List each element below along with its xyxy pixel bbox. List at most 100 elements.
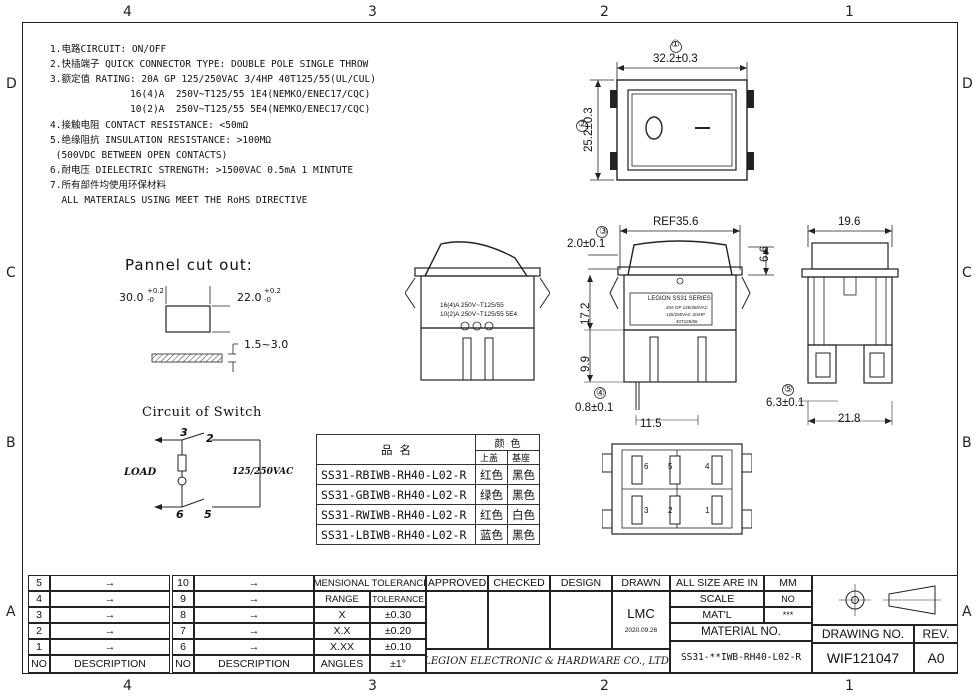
- drawing-number: WIF121047: [812, 643, 914, 673]
- height-9-9: 9.9: [580, 356, 592, 372]
- panel-thickness: 1.5~3.0: [244, 338, 289, 351]
- rev-desc-9: →: [194, 591, 314, 607]
- rev-no-4: 4: [28, 591, 50, 607]
- note-5: 5.绝缘阻抗 INSULATION RESISTANCE: >100MΩ: [50, 135, 272, 146]
- rev-desc-header-right: DESCRIPTION: [194, 655, 314, 673]
- tolerance-value: ±1°: [370, 655, 426, 673]
- rev-no-1: 1: [28, 639, 50, 655]
- parts-header-name: 品 名: [316, 434, 476, 465]
- third-angle-projection-icon: [839, 584, 941, 616]
- design-header: DESIGN: [550, 575, 612, 591]
- note-2: 2.快插端子 QUICK CONNECTOR TYPE: DOUBLE POLE…: [50, 59, 369, 70]
- zone-top-1: 1: [845, 4, 854, 20]
- rev-no-8: 8: [172, 607, 194, 623]
- zone-right-a: A: [962, 604, 972, 620]
- parts-sub-base: 基座: [507, 450, 540, 465]
- cutout-height-tol-top: +0.2: [264, 287, 281, 295]
- rev-desc-1: →: [50, 639, 170, 655]
- cutout-width-tol-bottom: -0: [147, 296, 154, 304]
- circuit-diagram: [154, 432, 261, 510]
- switch-side-view: [405, 241, 550, 381]
- dim-4-marker: ④: [596, 388, 605, 399]
- dim-3-marker: ③: [599, 226, 608, 237]
- base-color: 黑色: [507, 524, 540, 545]
- front-label-line3: 40T125/55: [676, 319, 698, 324]
- switch-end-view: [782, 225, 899, 425]
- drawing-no-label: DRAWING NO.: [812, 625, 914, 643]
- dim-1-marker: ①: [671, 39, 680, 50]
- scale-value: NO: [764, 591, 812, 607]
- rev-label: REV.: [914, 625, 958, 643]
- projection-symbol-cell: [812, 575, 958, 625]
- side-label-line1: 16(4)A 250V~T125/55: [440, 302, 504, 309]
- note-7: 7.所有部件均使用环保材料: [50, 180, 166, 191]
- rev-no-3: 3: [28, 607, 50, 623]
- drawn-header: DRAWN: [612, 575, 670, 591]
- panel-cutout-title: Pannel cut out:: [125, 256, 253, 274]
- front-label-line2: 125/250VAC 3/4HP: [666, 312, 705, 317]
- base-color: 黑色: [507, 464, 540, 485]
- rev-no-9: 9: [172, 591, 194, 607]
- part-number: SS31-RBIWB-RH40-L02-R: [316, 464, 476, 485]
- front-label-title: LEGION SS31 SERIES: [648, 296, 711, 302]
- tolerance-value: ±0.10: [370, 639, 426, 655]
- pin-2: 2: [206, 432, 214, 445]
- zone-left-d: D: [6, 76, 17, 92]
- rev-no-10: 10: [172, 575, 194, 591]
- approved-cell: [426, 591, 488, 649]
- rev-desc-5: →: [50, 575, 170, 591]
- switch-front-view: [584, 225, 774, 425]
- terminal-3: 3: [644, 506, 649, 515]
- parts-sub-top: 上盖: [475, 450, 508, 465]
- note-7b: ALL MATERIALS USING MEET THE RoHS DIRECT…: [50, 195, 308, 206]
- panel-cutout-drawing: [151, 286, 238, 372]
- cutout-height-value: 22.0: [237, 291, 262, 304]
- tolerance-header: TOLERANCE: [370, 591, 426, 607]
- rev-desc-4: →: [50, 591, 170, 607]
- zone-bottom-1: 1: [845, 678, 854, 694]
- base-color: 黑色: [507, 484, 540, 505]
- dim-4-value: 0.8±0.1: [575, 402, 614, 414]
- rev-no-2: 2: [28, 623, 50, 639]
- note-5b: (500VDC BETWEEN OPEN CONTACTS): [50, 150, 228, 161]
- switch-bottom-view: [602, 443, 752, 535]
- rev-desc-8: →: [194, 607, 314, 623]
- cutout-width-value: 30.0: [119, 291, 144, 304]
- material-label: MAT'L: [670, 607, 764, 623]
- material-no-label: MATERIAL NO.: [670, 623, 812, 641]
- drawn-cell: LMC 2020.09.26: [612, 591, 670, 649]
- approved-header: APPROVED: [426, 575, 488, 591]
- terminal-1: 1: [705, 506, 710, 515]
- material-no: SS31-**IWB-RH40-L02-R: [670, 641, 812, 673]
- part-number: SS31-RWIWB-RH40-L02-R: [316, 504, 476, 525]
- dim-5-value: 6.3±0.1: [766, 397, 805, 409]
- zone-right-d: D: [962, 76, 973, 92]
- pin-3: 3: [180, 426, 188, 439]
- size-value: MM: [764, 575, 812, 591]
- side-label-line2: 10(2)A 250V~T125/55 5E4: [440, 311, 518, 318]
- zone-bottom-4: 4: [123, 678, 132, 694]
- height-6-6: 6.6: [759, 246, 771, 262]
- switch-top-view: [576, 41, 754, 181]
- width-19-6: 19.6: [838, 216, 861, 228]
- tolerance-title: DIMENSIONAL TOLERANCES: [314, 575, 426, 591]
- terminal-6: 6: [644, 462, 649, 471]
- top-color: 绿色: [475, 484, 508, 505]
- zone-left-b: B: [6, 435, 16, 451]
- circuit-title: Circuit of Switch: [142, 405, 262, 420]
- top-color: 红色: [475, 464, 508, 485]
- drawn-date: 2020.09.26: [624, 627, 658, 634]
- zone-top-2: 2: [600, 4, 609, 20]
- dim-2-marker: ②: [578, 119, 587, 130]
- rev-desc-3: →: [50, 607, 170, 623]
- zone-right-c: C: [962, 265, 972, 281]
- revision-value: A0: [914, 643, 958, 673]
- zone-bottom-3: 3: [368, 678, 377, 694]
- terminal-2: 2: [668, 506, 673, 515]
- rev-desc-header: DESCRIPTION: [50, 655, 170, 673]
- width-21-8: 21.8: [838, 413, 861, 425]
- table-row: SS31-RWIWB-RH40-L02-R 红色 白色: [316, 504, 540, 525]
- note-3c: 10(2)A 250V~T125/55 5E4(NEMKO/ENEC17/CQC…: [50, 104, 371, 115]
- base-color: 白色: [507, 504, 540, 525]
- tolerance-range-header: RANGE: [314, 591, 370, 607]
